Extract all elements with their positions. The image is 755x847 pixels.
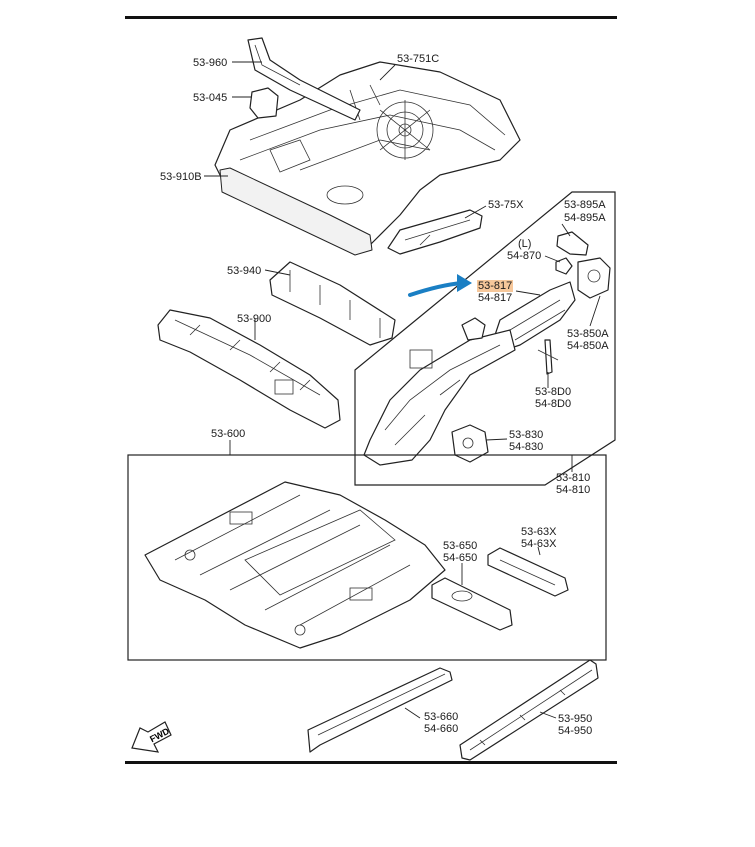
strap-53-8d0 <box>544 339 553 375</box>
label-53-810: 53-810 <box>556 472 591 484</box>
label-54-870: 54-870 <box>507 250 542 262</box>
leader-lines <box>204 61 601 719</box>
label-54-660: 54-660 <box>424 723 459 735</box>
label-53-045: 53-045 <box>193 92 228 104</box>
bracket-53-830 <box>451 424 489 463</box>
small-bracket <box>461 317 486 341</box>
label-54-830: 54-830 <box>509 441 544 453</box>
member-53-63x <box>487 547 569 597</box>
crossmember-53-75x <box>387 209 483 255</box>
label-53-910b: 53-910B <box>160 171 202 183</box>
label-53-817: 53-817 <box>477 280 514 292</box>
crossmember-53-940 <box>269 261 396 346</box>
label-53-850a: 53-850A <box>567 328 609 340</box>
label-53-830: 53-830 <box>509 429 544 441</box>
fwd-marker: FWD <box>131 721 172 753</box>
label-l-mark: (L) <box>518 238 532 250</box>
rocker-inner-53-660 <box>307 667 453 753</box>
label-53-960: 53-960 <box>193 57 228 69</box>
label-54-817: 54-817 <box>478 292 513 304</box>
label-53-600: 53-600 <box>211 428 246 440</box>
label-54-895a: 54-895A <box>564 212 606 224</box>
bracket-53-960 <box>247 37 361 121</box>
crossmember-53-900 <box>157 309 341 429</box>
top-rule <box>125 16 617 19</box>
label-53-950: 53-950 <box>558 713 593 725</box>
side-frame-main <box>363 329 516 466</box>
label-54-8d0: 54-8D0 <box>535 398 572 410</box>
bracket-53-045 <box>249 87 279 119</box>
bottom-rule <box>125 761 617 764</box>
label-54-63x: 54-63X <box>521 538 557 550</box>
label-54-810: 54-810 <box>556 484 591 496</box>
rear-panel-beam <box>219 167 373 256</box>
label-53-650: 53-650 <box>443 540 478 552</box>
label-53-900: 53-900 <box>237 313 272 325</box>
label-53-751c: 53-751C <box>397 53 440 65</box>
label-53-660: 53-660 <box>424 711 459 723</box>
label-54-950: 54-950 <box>558 725 593 737</box>
floor-reinforcement-53-650 <box>431 577 513 631</box>
label-54-850a: 54-850A <box>567 340 609 352</box>
label-53-8d0: 53-8D0 <box>535 386 572 398</box>
highlighted-part-number: 53-817 <box>477 280 514 292</box>
extension-53-850a <box>577 257 611 299</box>
clip-54-870 <box>555 257 573 275</box>
front-floor-pan <box>144 481 446 649</box>
label-53-895a: 53-895A <box>564 199 606 211</box>
label-53-940: 53-940 <box>227 265 262 277</box>
front-floor-frame <box>127 454 607 661</box>
label-53-63x: 53-63X <box>521 526 557 538</box>
frame-assembly-frame <box>354 191 616 486</box>
label-53-75x: 53-75X <box>488 199 524 211</box>
label-54-650: 54-650 <box>443 552 478 564</box>
bracket-53-895a <box>556 231 589 256</box>
pointer-arrowhead <box>457 274 472 292</box>
sill-53-950 <box>459 659 599 761</box>
